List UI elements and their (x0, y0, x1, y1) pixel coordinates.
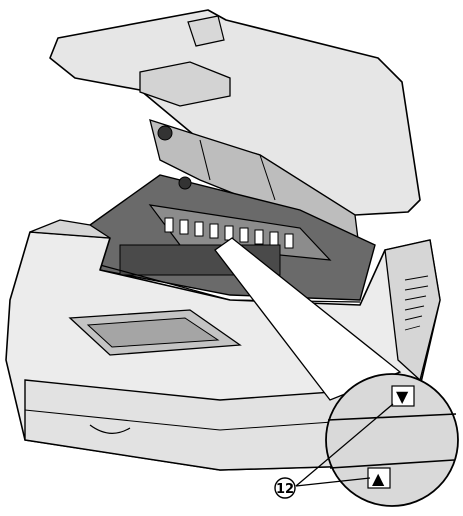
zoom-circle (325, 373, 459, 507)
body-left-side (29, 219, 111, 239)
alignment-mark-top (391, 385, 415, 407)
callout-number-circle (274, 477, 296, 499)
gear-left (157, 125, 173, 141)
body-right-side (384, 239, 441, 382)
printer-interior (89, 125, 376, 303)
marker-bottom-glyph: ▲ (372, 469, 385, 488)
lid-handle (139, 61, 231, 107)
callout-label: 12 (274, 477, 296, 499)
lid-top-surface (49, 9, 421, 216)
callout-number: 12 (276, 482, 294, 497)
leader-line-top (295, 403, 394, 487)
lid-hinge-tab (187, 15, 225, 47)
zoom-callout: ▼ ▲ (295, 373, 459, 507)
magnifier-lead (214, 237, 402, 401)
printer-body (5, 219, 441, 471)
paper-exit-slot (86, 317, 220, 348)
leader-line-bottom (295, 477, 371, 487)
marker-top-glyph: ▼ (396, 387, 409, 406)
gear-right (178, 176, 192, 190)
